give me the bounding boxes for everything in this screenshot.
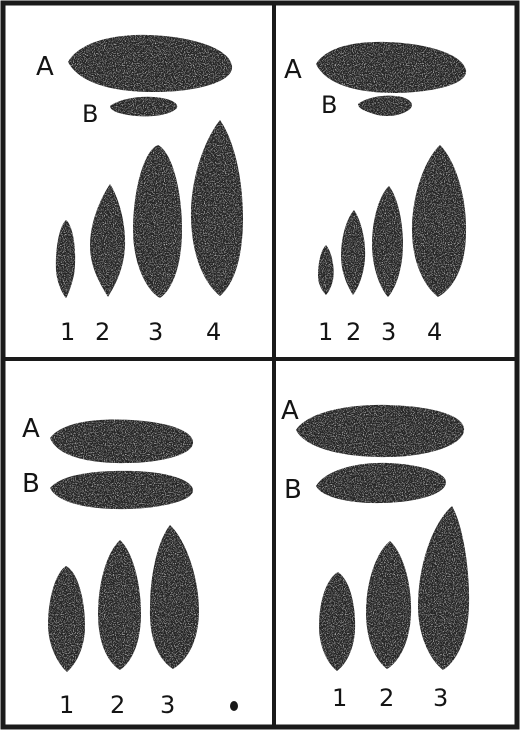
number-label-3: 3 (148, 318, 163, 346)
number-label-3: 3 (381, 318, 396, 346)
specimen-a (316, 42, 466, 93)
label-b: B (22, 469, 40, 499)
number-label-3: 3 (160, 691, 175, 719)
specimen-3 (133, 145, 182, 298)
label-a: A (284, 55, 302, 85)
specimen-2 (90, 184, 125, 297)
label-b: B (284, 475, 302, 505)
specimen-1 (56, 220, 75, 298)
specimen-a (68, 35, 232, 92)
number-label-2: 2 (95, 318, 110, 346)
number-label-2: 2 (110, 691, 125, 719)
specimen-b (50, 471, 193, 509)
specimen-4 (191, 120, 243, 296)
specimen-3 (150, 525, 199, 669)
number-label-1: 1 (59, 691, 74, 719)
specimen-4 (412, 145, 466, 297)
number-label-2: 2 (346, 318, 361, 346)
number-label-1: 1 (332, 684, 347, 712)
specimen-b (358, 96, 412, 116)
panel-bottom-left (48, 420, 199, 672)
specimen-1 (318, 245, 334, 295)
number-label-3: 3 (433, 684, 448, 712)
specimen-b (316, 463, 446, 503)
specimen-2 (98, 540, 141, 670)
number-label-1: 1 (60, 318, 75, 346)
label-b: B (82, 100, 98, 128)
number-label-1: 1 (318, 318, 333, 346)
specimen-1 (319, 572, 355, 671)
specimen-2 (341, 210, 365, 295)
number-label-2: 2 (379, 684, 394, 712)
specimen-3 (372, 186, 403, 297)
specimen-b (110, 97, 177, 117)
specimen-2 (366, 541, 411, 669)
specimen-a (296, 405, 464, 457)
label-a: A (281, 396, 299, 426)
panel-top-right (316, 42, 466, 297)
label-a: A (22, 414, 40, 444)
specimen-a (50, 420, 193, 464)
label-b: B (321, 91, 337, 119)
label-a: A (36, 52, 54, 82)
ink-dot (230, 701, 238, 711)
number-label-4: 4 (427, 318, 442, 346)
specimen-1 (48, 566, 85, 672)
number-label-4: 4 (206, 318, 221, 346)
panel-bottom-right (296, 405, 469, 671)
panel-top-left (56, 35, 243, 298)
specimen-3 (418, 506, 469, 670)
